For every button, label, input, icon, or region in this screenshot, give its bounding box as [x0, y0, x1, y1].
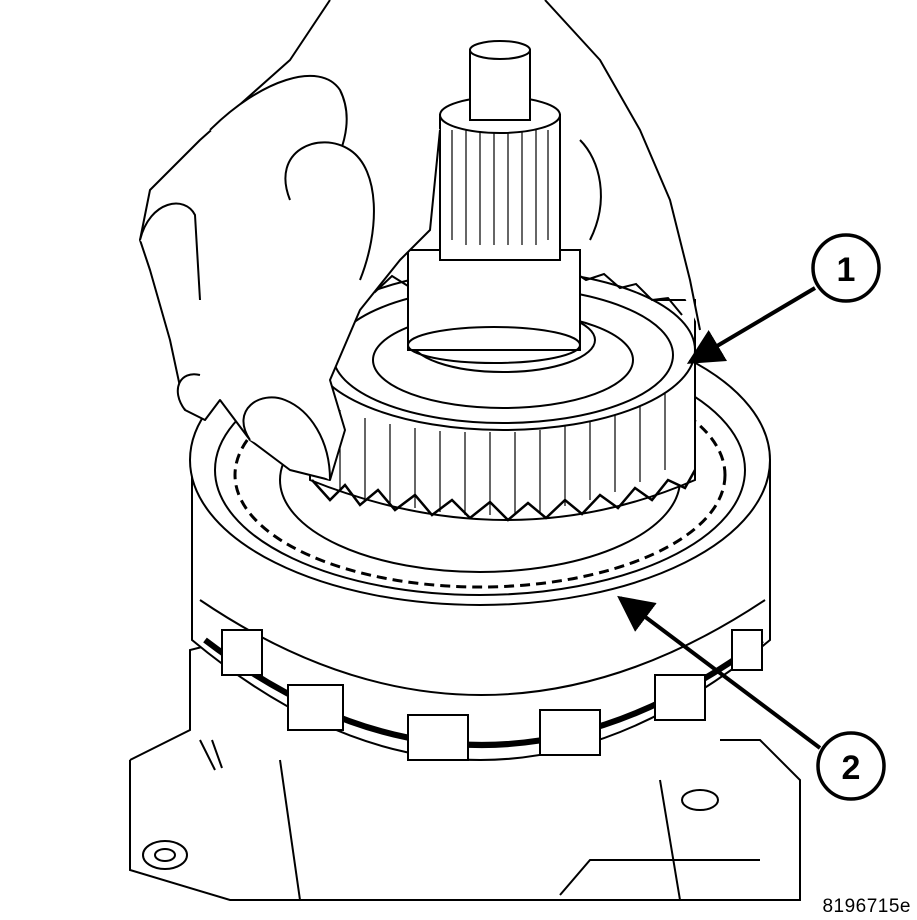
input-shaft	[407, 40, 581, 364]
callout-1-label: 1	[837, 251, 856, 289]
friction-plate-tabs	[221, 629, 763, 761]
leader-line-2	[617, 595, 822, 750]
callout-2-label: 2	[842, 749, 861, 787]
figure-id: 8196715e	[822, 896, 911, 917]
callout-1: 1	[811, 233, 881, 303]
transmission-housing	[129, 639, 801, 901]
callout-2: 2	[816, 731, 886, 801]
leader-line-1	[686, 286, 817, 364]
technician-hand	[139, 0, 701, 481]
